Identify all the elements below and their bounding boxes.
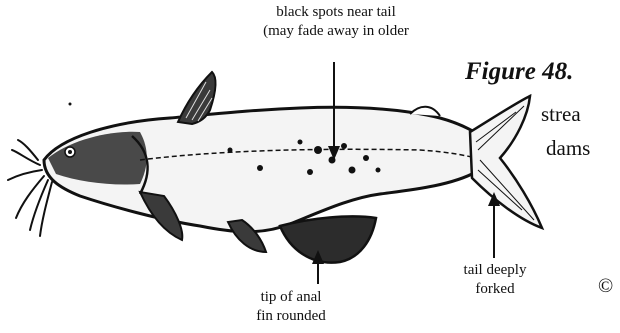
caption-text-line1: strea: [541, 102, 581, 126]
caption-text-line2: dams: [546, 136, 590, 160]
tail-label: tail deeply forked: [440, 261, 550, 299]
caudal-fin: [470, 96, 542, 228]
tail-label-line2: forked: [440, 280, 550, 299]
tail-pointer: [488, 192, 500, 258]
black-spots-label-line2: (may fade away in older: [212, 22, 460, 41]
copyright-symbol: ©: [598, 275, 613, 297]
tail-label-line1: tail deeply: [440, 261, 550, 280]
black-spots-label-line1: black spots near tail: [212, 3, 460, 22]
anal-fin-label-line2: fin rounded: [236, 307, 346, 326]
anal-fin-label-line1: tip of anal: [236, 288, 346, 307]
anal-fin-label: tip of anal fin rounded: [236, 288, 346, 326]
black-spots-label: black spots near tail (may fade away in …: [212, 3, 460, 41]
anal-fin: [280, 216, 376, 262]
barbels: [8, 140, 52, 236]
figure-title: Figure 48.: [465, 58, 573, 86]
